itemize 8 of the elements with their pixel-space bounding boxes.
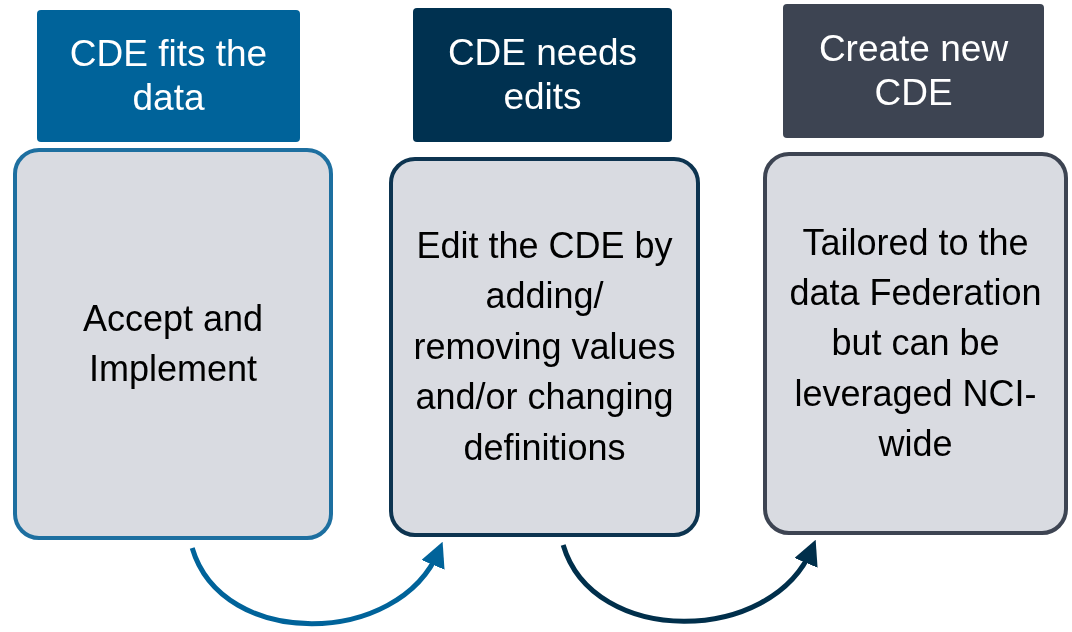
curved-arrow <box>560 540 817 624</box>
header-box: Create new CDE <box>783 4 1044 138</box>
process-box: Accept and Implement <box>13 148 333 540</box>
process-box: Tailored to the data Federation but can be leveraged NCI-wide <box>763 152 1068 535</box>
header-box: CDE fits the data <box>37 10 300 142</box>
curved-arrow <box>189 542 444 627</box>
header-box: CDE needs edits <box>413 8 672 142</box>
process-box: Edit the CDE by adding/ removing values and/or changing definitions <box>389 157 700 537</box>
